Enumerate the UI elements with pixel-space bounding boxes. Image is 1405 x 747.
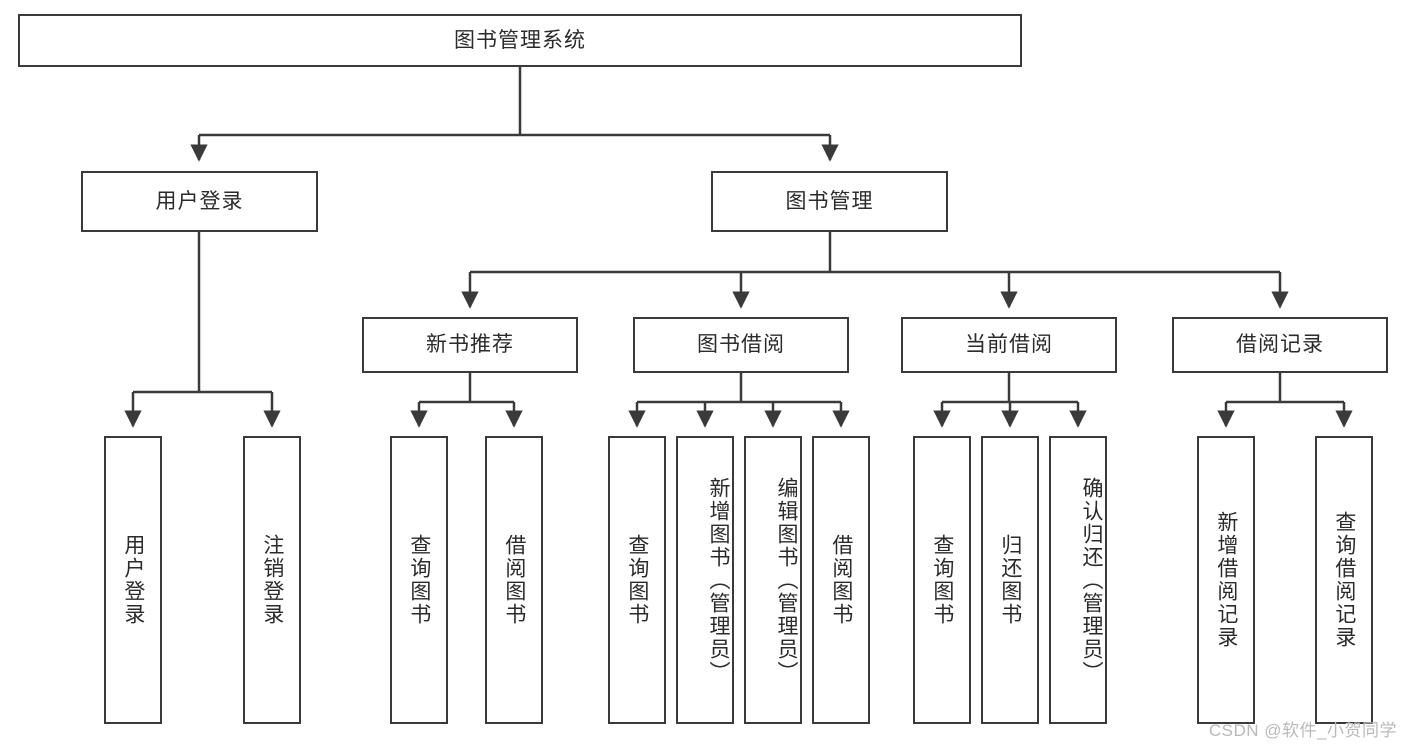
leaf-borrow-book-label: 借阅图书: [829, 534, 853, 626]
node-borrow-record-label: 借阅记录: [1236, 333, 1324, 357]
leaf-query-book-rec[interactable]: 查询图书: [390, 436, 448, 724]
leaf-borrow-book[interactable]: 借阅图书: [812, 436, 870, 724]
node-user-login-label: 用户登录: [155, 189, 244, 213]
node-new-book-rec[interactable]: 新书推荐: [362, 317, 578, 373]
leaf-user-login[interactable]: 用户登录: [104, 436, 162, 724]
leaf-add-book[interactable]: 新增图书（管理员）: [676, 436, 734, 724]
leaf-query-book-cur[interactable]: 查询图书: [913, 436, 971, 724]
leaf-edit-book[interactable]: 编辑图书（管理员）: [744, 436, 802, 724]
node-root[interactable]: 图书管理系统: [18, 14, 1022, 67]
node-book-manage-label: 图书管理: [785, 189, 874, 213]
node-root-label: 图书管理系统: [454, 28, 586, 52]
leaf-query-book-rec-label: 查询图书: [407, 534, 431, 626]
leaf-query-book-cur-label: 查询图书: [930, 534, 954, 626]
node-current-borrow-label: 当前借阅: [965, 333, 1053, 357]
leaf-logout[interactable]: 注销登录: [243, 436, 301, 724]
node-borrow-record[interactable]: 借阅记录: [1172, 317, 1388, 373]
node-current-borrow[interactable]: 当前借阅: [901, 317, 1117, 373]
leaf-edit-book-label: 编辑图书（管理员）: [775, 476, 798, 684]
node-user-login[interactable]: 用户登录: [81, 171, 318, 232]
leaf-add-book-label: 新增图书（管理员）: [707, 476, 730, 684]
node-new-book-rec-label: 新书推荐: [426, 333, 514, 357]
leaf-logout-label: 注销登录: [260, 534, 284, 626]
leaf-add-record[interactable]: 新增借阅记录: [1197, 436, 1255, 724]
csdn-watermark: CSDN @软件_小贺同学: [1208, 721, 1397, 740]
leaf-user-login-label: 用户登录: [121, 534, 145, 626]
node-book-manage[interactable]: 图书管理: [711, 171, 948, 232]
leaf-query-record-label: 查询借阅记录: [1332, 511, 1356, 649]
leaf-query-book-borrow[interactable]: 查询图书: [608, 436, 666, 724]
leaf-borrow-book-rec-label: 借阅图书: [502, 534, 526, 626]
leaf-query-record[interactable]: 查询借阅记录: [1315, 436, 1373, 724]
leaf-confirm-return-label: 确认归还（管理员）: [1080, 476, 1103, 684]
node-book-borrow-label: 图书借阅: [697, 333, 785, 357]
node-book-borrow[interactable]: 图书借阅: [633, 317, 849, 373]
leaf-query-book-borrow-label: 查询图书: [625, 534, 649, 626]
leaf-add-record-label: 新增借阅记录: [1214, 511, 1238, 649]
leaf-confirm-return[interactable]: 确认归还（管理员）: [1049, 436, 1107, 724]
leaf-borrow-book-rec[interactable]: 借阅图书: [485, 436, 543, 724]
leaf-return-book[interactable]: 归还图书: [981, 436, 1039, 724]
leaf-return-book-label: 归还图书: [998, 534, 1022, 626]
